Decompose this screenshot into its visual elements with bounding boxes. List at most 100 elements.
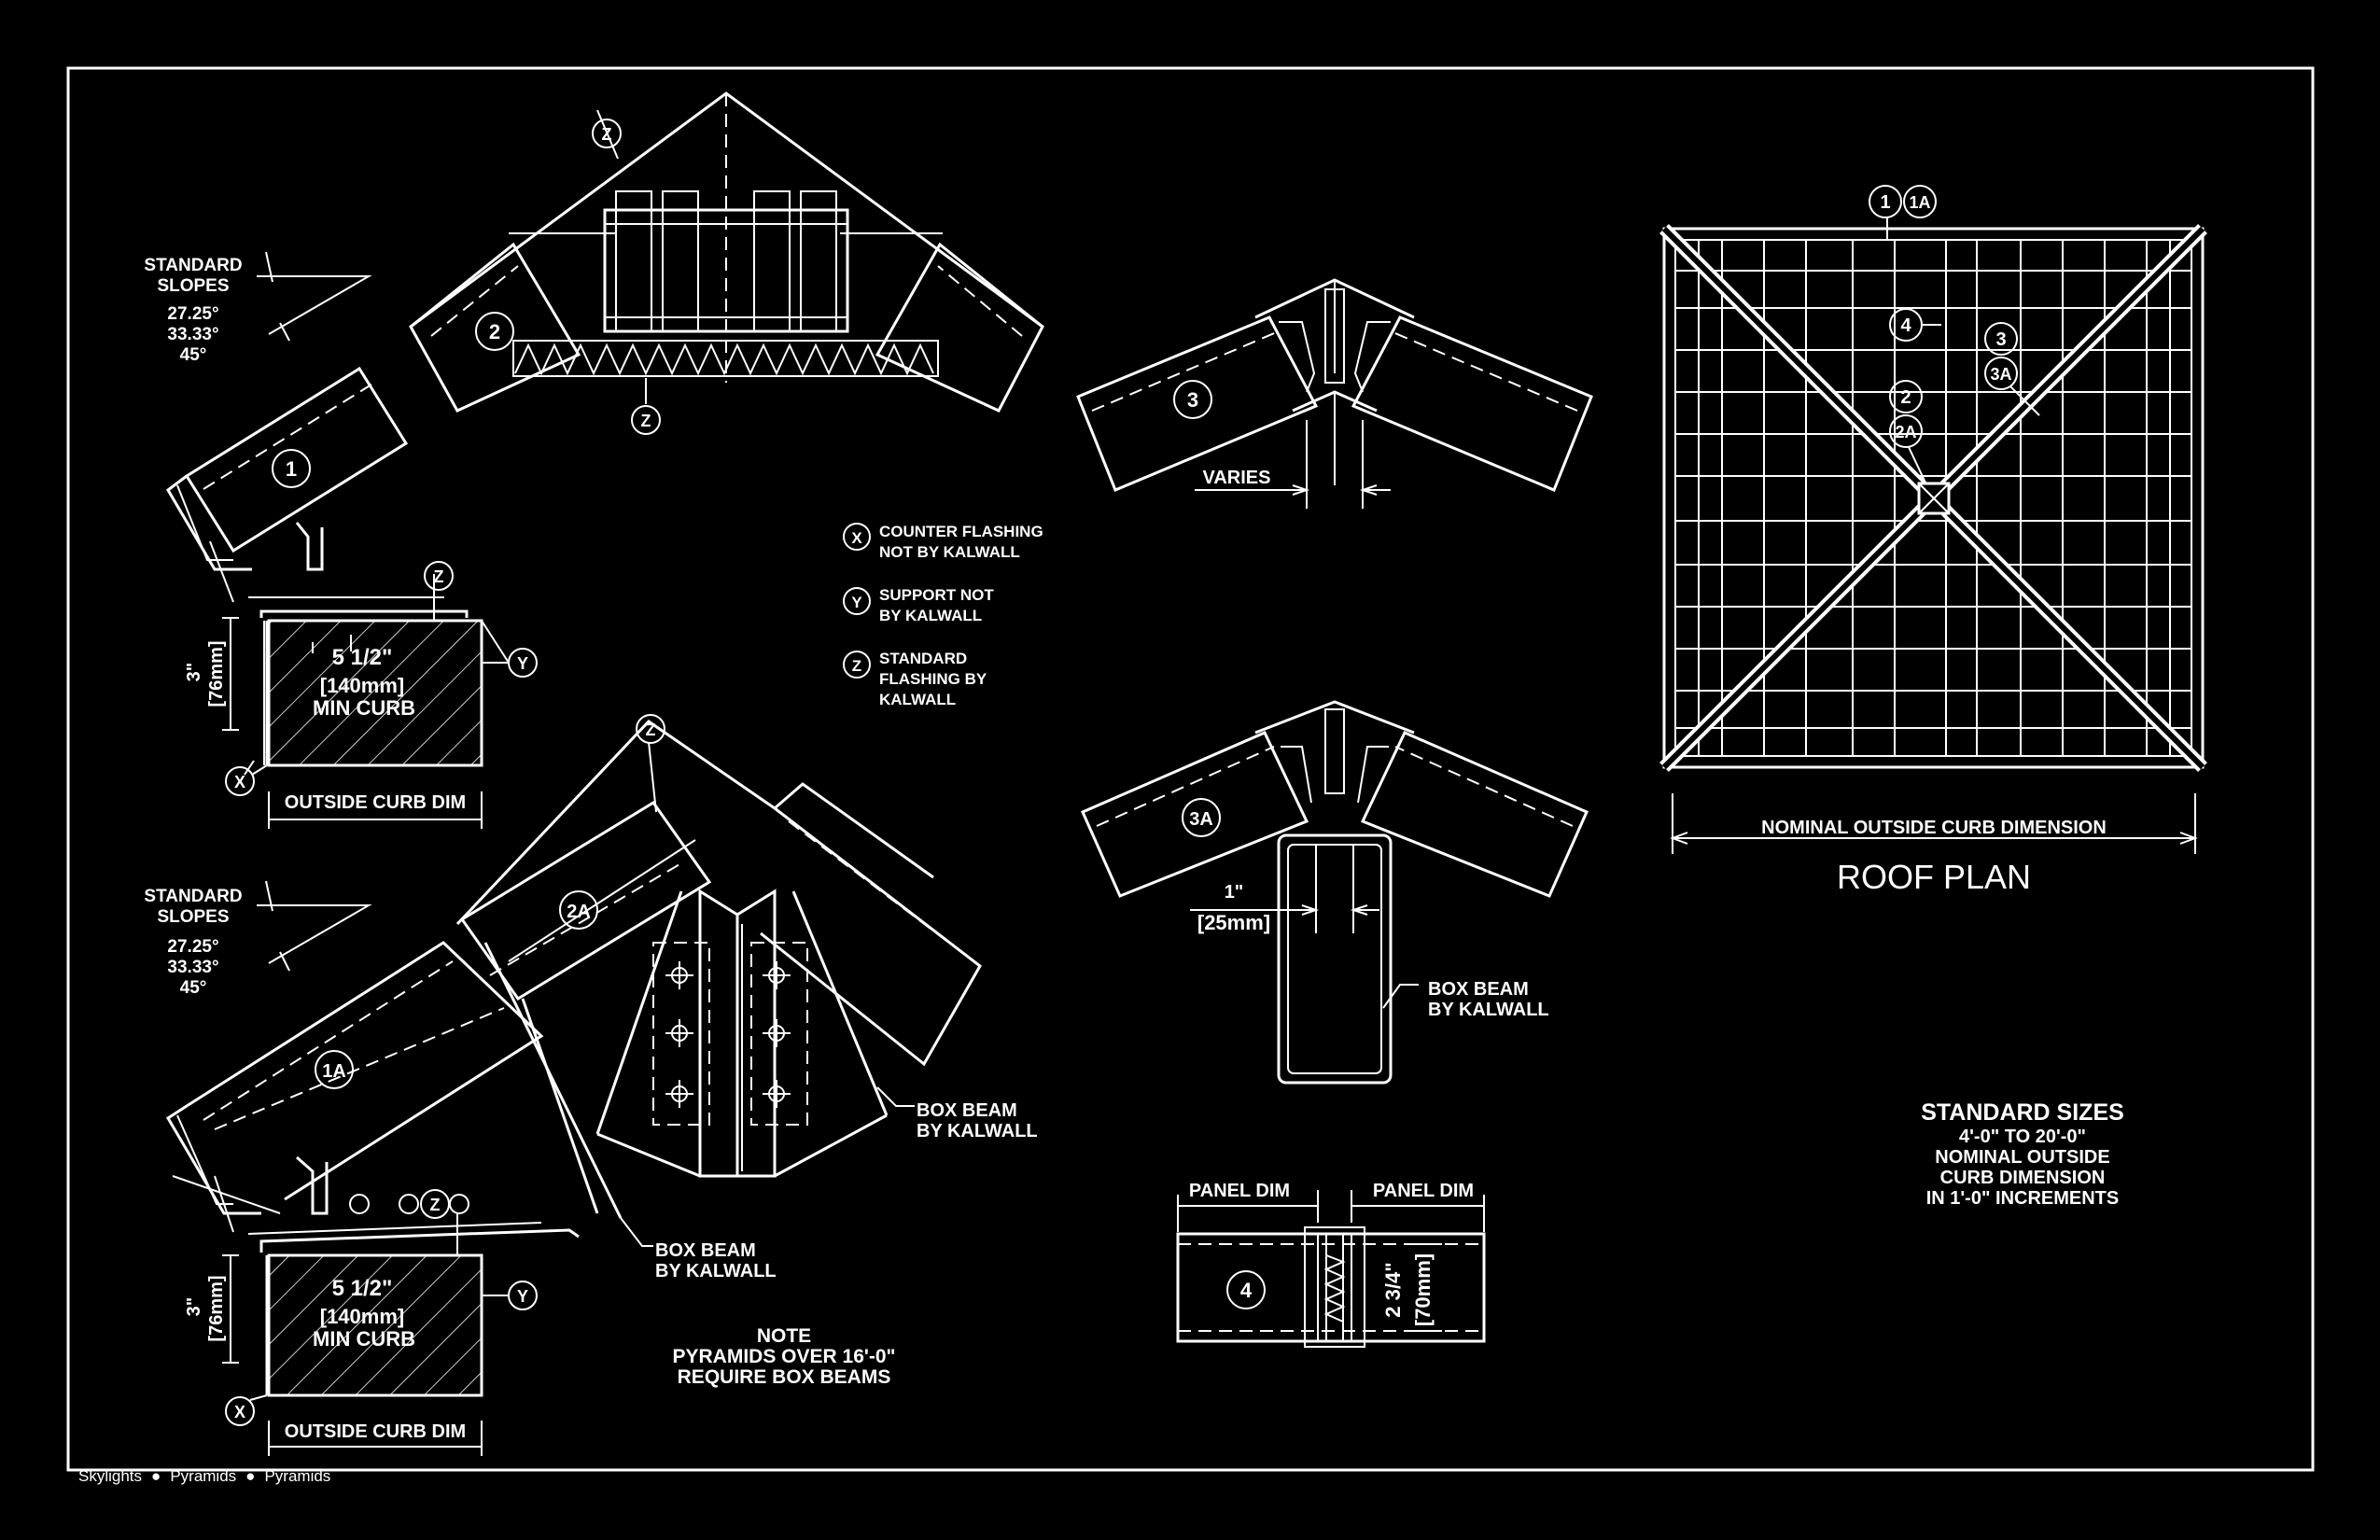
standard-sizes: STANDARD SIZES 4'-0" TO 20'-0" NOMINAL O… bbox=[1921, 1099, 2124, 1209]
box-beam-bottom-line1: BOX BEAM bbox=[655, 1240, 756, 1261]
note: NOTE PYRAMIDS OVER 16'-0" REQUIRE BOX BE… bbox=[672, 1325, 895, 1388]
plan-tag-1: 1 bbox=[1880, 192, 1890, 213]
plan-tag-1a: 1A bbox=[1909, 193, 1930, 212]
legend-x-line2: NOT BY KALWALL bbox=[879, 543, 1020, 561]
box-beam-bottom-line2: BY KALWALL bbox=[655, 1261, 777, 1281]
detail-panel-joint-4: PANEL DIM PANEL DIM 4 2 3/4" [70mm] bbox=[1176, 1181, 1486, 1348]
slopes-title-line2: SLOPES bbox=[157, 276, 229, 296]
slopes2-title-line1: STANDARD bbox=[144, 887, 242, 906]
tag-1-circle bbox=[272, 449, 311, 488]
box-beam-3a-line1: BOX BEAM bbox=[1428, 979, 1529, 1000]
tag-2a: 2A bbox=[567, 902, 591, 922]
slopes2-value-3: 45° bbox=[180, 978, 207, 998]
varies-label: VARIES bbox=[1203, 468, 1271, 488]
footer-item-1: Skylights bbox=[78, 1467, 143, 1485]
slopes2-value-2: 33.33° bbox=[167, 958, 218, 977]
slopes-detail-bottom: STANDARD SLOPES 27.25° 33.33° 45° bbox=[144, 880, 372, 998]
plan-tag-2: 2 bbox=[1900, 387, 1911, 408]
slope-value-1: 27.25° bbox=[167, 304, 218, 324]
curb-width-in: 5 1/2" bbox=[332, 645, 393, 670]
legend-z-line1: STANDARD bbox=[879, 650, 967, 667]
tag-z-ridge-top: Z bbox=[602, 125, 612, 144]
tag-4: 4 bbox=[1240, 1279, 1253, 1302]
detail-hip-1a-2a: 1A 2A bbox=[165, 714, 1038, 1281]
roof-plan-title: ROOF PLAN bbox=[1837, 858, 2031, 896]
box-beam-right-line2: BY KALWALL bbox=[917, 1121, 1038, 1141]
curb-min: MIN CURB bbox=[313, 696, 415, 720]
tag-z-ridge-bottom: Z bbox=[641, 412, 651, 430]
legend-x-line1: COUNTER FLASHING bbox=[879, 523, 1043, 540]
detail-ridge-3: VARIES 3 bbox=[1076, 278, 1593, 509]
legend-tag-y: Y bbox=[851, 594, 862, 611]
legend: X COUNTER FLASHING NOT BY KALWALL Y SUPP… bbox=[843, 523, 1043, 708]
tag-z-hip: Z bbox=[646, 721, 656, 739]
outside-curb-dim-top: OUTSIDE CURB DIM bbox=[285, 792, 466, 813]
panel-dim-left: PANEL DIM bbox=[1189, 1181, 1290, 1201]
sizes-line4: IN 1'-0" INCREMENTS bbox=[1926, 1188, 2119, 1209]
nominal-dim-label: NOMINAL OUTSIDE CURB DIMENSION bbox=[1761, 818, 2107, 838]
sizes-title: STANDARD SIZES bbox=[1921, 1099, 2124, 1126]
sizes-line1: 4'-0" TO 20'-0" bbox=[1959, 1127, 2086, 1147]
dim4-in: 2 3/4" bbox=[1381, 1262, 1405, 1317]
detail-ridge-2: 2 Z Z bbox=[409, 91, 1044, 435]
curb2-min: MIN CURB bbox=[313, 1327, 415, 1351]
box-beam-right-line1: BOX BEAM bbox=[917, 1100, 1017, 1121]
one-inch-label: 1" bbox=[1225, 882, 1244, 903]
tag-1: 1 bbox=[286, 457, 297, 481]
plan-tag-3a: 3A bbox=[1990, 365, 2011, 384]
tag-1a: 1A bbox=[322, 1061, 346, 1082]
slope-value-3: 45° bbox=[180, 345, 207, 365]
slopes-title-line1: STANDARD bbox=[144, 256, 242, 275]
legend-y-line1: SUPPORT NOT bbox=[879, 586, 994, 604]
roof-plan: 1 1A 4 3 3A 2 2A NOMINAL OUTSIDE CURB DI… bbox=[1659, 185, 2207, 896]
note-line2: REQUIRE BOX BEAMS bbox=[678, 1366, 891, 1388]
curb2-height-in: 3" bbox=[184, 1297, 204, 1317]
tag-y-curb-bottom: Y bbox=[517, 1287, 528, 1306]
plan-tag-4: 4 bbox=[1900, 315, 1911, 336]
sheet-border bbox=[66, 66, 2315, 1472]
slope-value-2: 33.33° bbox=[167, 325, 218, 344]
footer-item-3: Pyramids bbox=[264, 1467, 331, 1485]
curb2-width-in: 5 1/2" bbox=[332, 1276, 393, 1301]
tag-3a: 3A bbox=[1189, 809, 1213, 830]
curb-width-mm: [140mm] bbox=[320, 674, 404, 697]
curb-detail-bottom: 3" [76mm] 5 1/2" [140mm] MIN CURB OUTSID… bbox=[184, 1189, 580, 1456]
detail-panel-1: 1 bbox=[166, 366, 409, 603]
slopes2-value-1: 27.25° bbox=[167, 937, 218, 957]
slope-symbol bbox=[257, 275, 372, 335]
curb-height-mm: [76mm] bbox=[206, 640, 227, 707]
tag-2: 2 bbox=[489, 320, 500, 343]
curb2-width-mm: [140mm] bbox=[320, 1305, 404, 1328]
tag-z-curb-bottom: Z bbox=[430, 1196, 441, 1214]
dim4-mm: [70mm] bbox=[1411, 1253, 1435, 1326]
plan-tag-3: 3 bbox=[1995, 329, 2006, 350]
one-inch-mm: [25mm] bbox=[1197, 911, 1270, 934]
slopes-detail-top: STANDARD SLOPES 27.25° 33.33° 45° bbox=[144, 251, 372, 365]
tag-3: 3 bbox=[1187, 388, 1198, 412]
sizes-line3: CURB DIMENSION bbox=[1940, 1168, 2106, 1188]
tag-x-curb-bottom: X bbox=[234, 1403, 245, 1421]
legend-tag-z: Z bbox=[852, 657, 861, 675]
sizes-line2: NOMINAL OUTSIDE bbox=[1935, 1147, 2109, 1168]
tag-x-curb-top: X bbox=[234, 773, 245, 791]
bullet-icon: ● bbox=[151, 1467, 161, 1485]
outside-curb-dim-bottom: OUTSIDE CURB DIM bbox=[285, 1421, 466, 1442]
legend-y-line2: BY KALWALL bbox=[879, 607, 982, 624]
legend-z-line2: FLASHING BY bbox=[879, 670, 987, 688]
tag-y-curb-top: Y bbox=[517, 654, 528, 673]
detail-ridge-3a: 1" [25mm] BOX BEAM BY KALWALL 3A bbox=[1081, 700, 1589, 1085]
note-line1: PYRAMIDS OVER 16'-0" bbox=[672, 1346, 895, 1367]
legend-z-line3: KALWALL bbox=[879, 691, 956, 708]
curb2-height-mm: [76mm] bbox=[206, 1275, 227, 1341]
legend-tag-x: X bbox=[851, 529, 862, 547]
plan-tag-2a: 2A bbox=[1895, 423, 1916, 441]
slopes2-title-line2: SLOPES bbox=[157, 907, 229, 927]
curb-detail-top: 3" [76mm] 5 1/2" [140mm] MIN CURB OUTSID… bbox=[184, 561, 538, 829]
bullet-icon: ● bbox=[245, 1467, 256, 1485]
footer-item-2: Pyramids bbox=[170, 1467, 237, 1485]
box-beam-3a-line2: BY KALWALL bbox=[1428, 1000, 1549, 1020]
curb-height-in: 3" bbox=[184, 663, 204, 682]
note-title: NOTE bbox=[757, 1325, 811, 1347]
tag-z-curb-top: Z bbox=[434, 567, 444, 586]
